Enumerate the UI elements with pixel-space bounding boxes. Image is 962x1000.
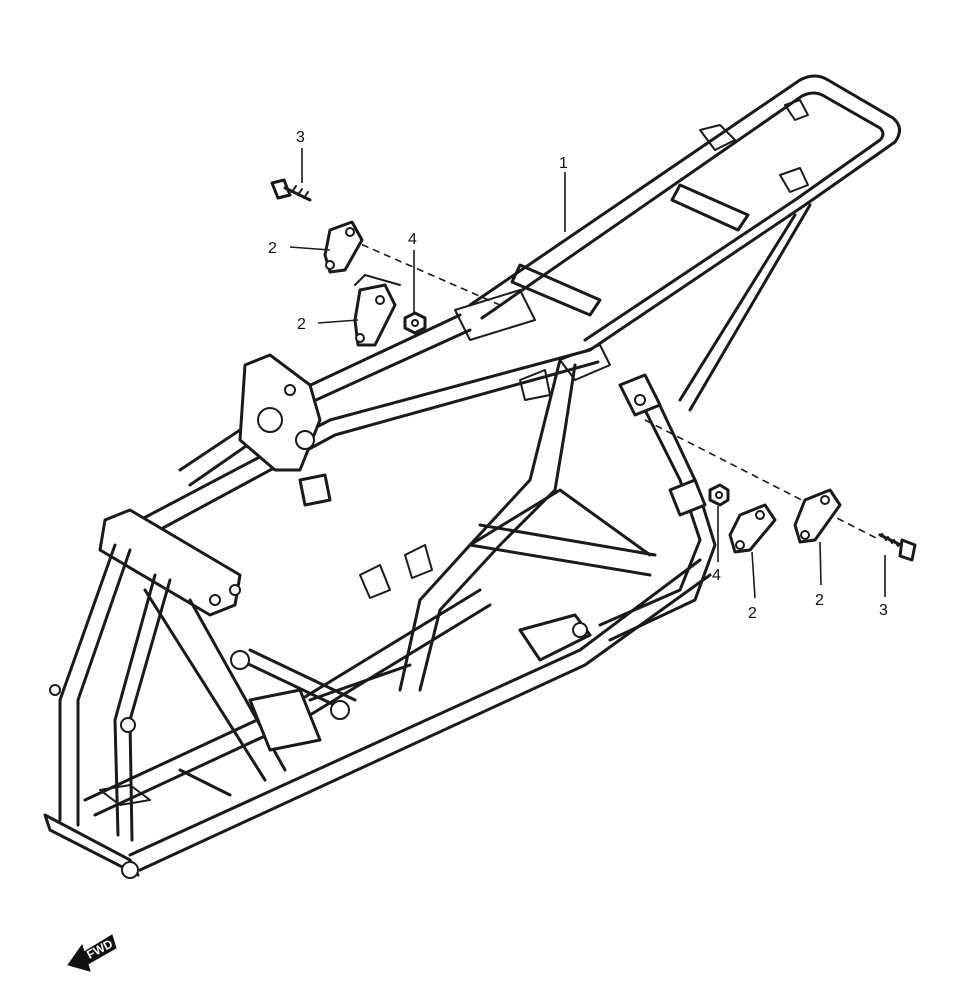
callout-bracket-middle: 2: [297, 316, 306, 333]
callout-bolt-left: 3: [296, 129, 305, 146]
reference-line: [339, 234, 501, 306]
callout-bracket-right-b: 2: [815, 592, 824, 609]
main-frame: [43, 74, 901, 879]
forward-arrow-icon: FWD: [67, 934, 117, 972]
bracket-upper-left: [323, 220, 364, 274]
callout-bolt-right: 3: [879, 602, 888, 619]
bracket-right-a: [728, 503, 777, 554]
bracket-right-b: [793, 488, 842, 544]
callout-nut-left: 4: [408, 231, 417, 248]
nut-left: [403, 311, 427, 335]
nut-right: [708, 483, 730, 507]
callout-nut-right: 4: [712, 567, 721, 584]
callouts: 1 2 2 3 4 4 2 2 3: [268, 129, 888, 622]
bolt-left: [270, 178, 312, 202]
callout-frame: 1: [559, 155, 568, 172]
bracket-middle-left: [353, 274, 401, 347]
callout-bracket-right-a: 2: [748, 605, 757, 622]
reference-line-right: [644, 419, 881, 541]
bolt-right: [878, 533, 917, 562]
callout-bracket-upper: 2: [268, 240, 277, 257]
